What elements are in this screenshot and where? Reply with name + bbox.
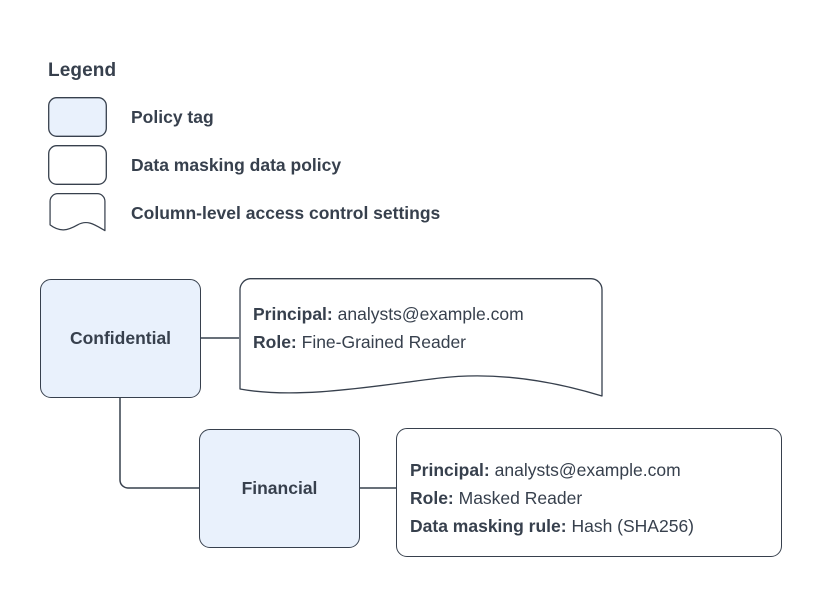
callout-key: Data masking rule: xyxy=(410,516,567,536)
callout-line: Role: Masked Reader xyxy=(410,484,772,512)
callout-line: Role: Fine-Grained Reader xyxy=(253,328,592,356)
callout-confidential-settings[interactable]: Principal: analysts@example.com Role: Fi… xyxy=(239,278,602,400)
legend-title: Legend xyxy=(48,60,117,81)
legend-label-policy-tag: Policy tag xyxy=(131,107,214,127)
node-financial-label: Financial xyxy=(241,478,318,498)
callout-line: Principal: analysts@example.com xyxy=(253,300,592,328)
callout-line: Data masking rule: Hash (SHA256) xyxy=(410,512,772,540)
callout-value: Hash (SHA256) xyxy=(571,516,695,536)
legend-label-data-masking-policy: Data masking data policy xyxy=(131,155,342,175)
callout-key: Principal: xyxy=(410,460,490,480)
callout-key: Principal: xyxy=(253,304,333,324)
callout-financial-policy[interactable]: Principal: analysts@example.com Role: Ma… xyxy=(396,428,782,557)
callout-key: Role: xyxy=(410,488,454,508)
callout-financial-box xyxy=(396,428,782,557)
callout-value: Masked Reader xyxy=(458,488,583,508)
callout-value: Fine-Grained Reader xyxy=(301,332,467,352)
callout-value: analysts@example.com xyxy=(494,460,681,480)
callout-confidential-shape xyxy=(239,278,603,397)
node-financial[interactable]: Financial xyxy=(199,429,360,548)
callout-value: analysts@example.com xyxy=(337,304,524,324)
edge-confidential-to-financial xyxy=(119,398,199,489)
callout-line: Principal: analysts@example.com xyxy=(410,456,772,484)
node-confidential[interactable]: Confidential xyxy=(40,279,201,398)
callout-confidential-text: Principal: analysts@example.com Role: Fi… xyxy=(253,300,592,356)
data-policy-swatch xyxy=(48,145,107,185)
access-control-swatch xyxy=(49,193,106,232)
legend-label-access-control-settings: Column-level access control settings xyxy=(131,203,441,223)
callout-key: Role: xyxy=(253,332,297,352)
callout-financial-text: Principal: analysts@example.com Role: Ma… xyxy=(410,456,772,540)
policy-tag-swatch xyxy=(48,97,107,137)
node-confidential-label: Confidential xyxy=(69,328,172,348)
